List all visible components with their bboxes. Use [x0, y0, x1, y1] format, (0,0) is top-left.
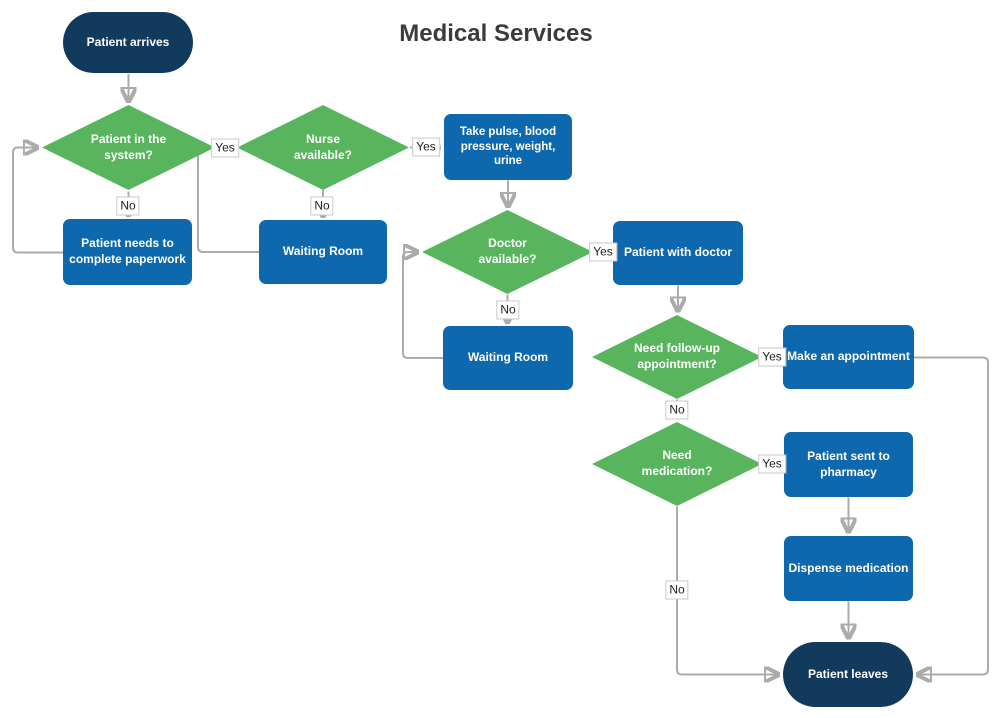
edge-label-follow-up-no: No: [665, 400, 689, 420]
flowchart-title: Medical Services: [399, 20, 593, 47]
node-pharmacy: Patient sent to pharmacy: [784, 432, 913, 497]
edge-waitingroom1-loop: [197, 146, 259, 253]
edge-label-medication-no: No: [665, 580, 689, 600]
edge-waitingroom2-loop: [402, 252, 443, 359]
node-take-pulse: Take pulse, blood pressure, weight, urin…: [444, 114, 572, 180]
edge-label-follow-up-yes: Yes: [758, 347, 786, 367]
node-dispense: Dispense medication: [784, 536, 913, 601]
edge-paperwork-loop: [12, 148, 63, 254]
edge-label-nurse-yes: Yes: [412, 137, 440, 157]
node-patient-with-doctor: Patient with doctor: [613, 221, 743, 285]
node-waiting-room-1: Waiting Room: [259, 220, 387, 284]
edge-label-in-system-yes: Yes: [211, 138, 239, 158]
node-patient-leaves: Patient leaves: [783, 642, 913, 707]
edge-label-medication-yes: Yes: [758, 454, 786, 474]
node-patient-arrives: Patient arrives: [63, 12, 193, 73]
edge-label-doctor-no: No: [496, 300, 520, 320]
edge-appointment-leaves: [914, 356, 989, 675]
node-paperwork: Patient needs to complete paperwork: [63, 219, 192, 285]
edge-medication-no: [676, 506, 778, 675]
edge-label-in-system-no: No: [116, 196, 140, 216]
edge-label-nurse-no: No: [310, 196, 334, 216]
node-make-appointment: Make an appointment: [783, 325, 914, 389]
edge-label-doctor-yes: Yes: [589, 242, 617, 262]
node-waiting-room-2: Waiting Room: [443, 326, 573, 390]
